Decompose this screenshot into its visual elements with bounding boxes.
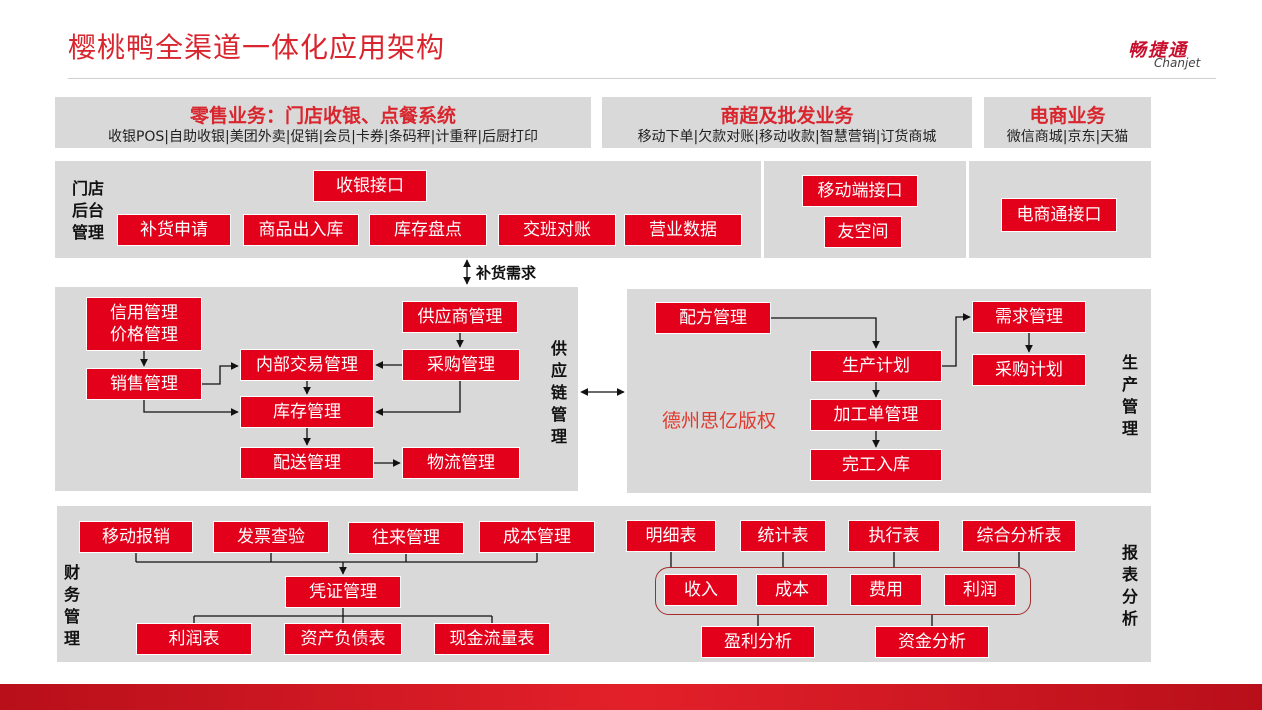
pl-group-frame [655,567,1031,615]
logistics-box: 物流管理 [402,447,520,479]
retail-channel-subtitle: 收银POS|自助收银|美团外卖|促销|会员|卡券|条码秤|计重秤|后厨打印 [107,129,539,145]
report-fund-analysis: 资金分析 [875,626,989,658]
wholesale-channel-subtitle: 移动下单|欠款对账|移动收款|智慧营销|订货商城 [637,129,937,145]
finance-cost: 成本管理 [479,521,595,553]
chanjet-logo: 畅捷通 Chanjet [1126,36,1226,80]
purchase-plan-box: 采购计划 [972,354,1086,386]
report-comprehensive: 综合分析表 [962,520,1076,552]
internal-trade-box: 内部交易管理 [240,349,374,381]
finance-mobile-expense: 移动报销 [79,521,193,553]
ecommerce-channel-title: 电商业务 [1029,105,1106,127]
finished-goods-box: 完工入库 [810,449,942,481]
wholesale-channel-title: 商超及批发业务 [720,105,854,127]
report-revenue: 收入 [664,574,738,606]
report-profitability-analysis: 盈利分析 [701,626,815,658]
supplier-box: 供应商管理 [402,301,518,333]
finance-top-bracket [135,553,538,563]
report-statistics: 统计表 [740,520,826,552]
report-expense: 费用 [850,574,922,606]
page-title: 樱桃鸭全渠道一体化应用架构 [68,31,446,64]
store-item-replenish: 补货申请 [117,214,231,246]
sales-box: 销售管理 [86,368,202,400]
title-divider [68,78,1216,79]
inventory-box: 库存管理 [240,396,374,428]
purchase-box: 采购管理 [402,349,520,381]
recipe-to-plan-arrow [771,317,880,349]
reports-bottom-links [757,615,933,626]
ecommerce-channel-subtitle: 微信商城|京东|天猫 [1006,129,1129,145]
finance-accounts: 往来管理 [348,522,464,554]
logo-cn-text: 畅捷通 [1128,40,1188,61]
store-backend-label: 门店 后台 管理 [71,179,104,242]
income-statement-box: 利润表 [136,623,252,655]
retail-channel-title: 零售业务：门店收银、点餐系统 [189,105,456,127]
reports-top-links [670,552,1020,567]
store-item-stock-inout: 商品出入库 [243,214,359,246]
purchase-to-inventory-arrow [375,381,461,416]
report-cost: 成本 [756,574,828,606]
delivery-box: 配送管理 [240,447,374,479]
work-order-box: 加工单管理 [810,399,942,431]
finance-label: 财 务 管 理 [63,563,80,648]
footer-bar [0,684,1262,710]
plan-to-demand-arrow [942,313,971,367]
pos-interface-box: 收银接口 [313,170,427,202]
mobile-interface-box: 移动端接口 [802,175,918,207]
logo-en-text: Chanjet [1154,56,1201,70]
store-item-shift-recon: 交班对账 [498,214,616,246]
reports-label: 报 表 分 析 [1121,543,1138,628]
retail-channel-panel: 零售业务：门店收银、点餐系统 收银POS|自助收银|美团外卖|促销|会员|卡券|… [55,97,591,148]
supply-chain-label: 供 应 链 管 理 [550,339,567,446]
report-profit: 利润 [944,574,1016,606]
replenish-demand-label: 补货需求 [476,264,537,282]
balance-sheet-box: 资产负债表 [284,623,402,655]
demand-box: 需求管理 [972,301,1086,333]
ecom-interface-box: 电商通接口 [1001,198,1117,232]
voucher-box: 凭证管理 [285,576,401,608]
voucher-bottom-bracket [193,608,493,623]
report-detail: 明细表 [626,520,716,552]
ecommerce-channel-panel: 电商业务 微信商城|京东|天猫 [984,97,1151,148]
finance-invoice-check: 发票查验 [213,521,329,553]
friend-space-box: 友空间 [824,216,902,248]
copyright-watermark: 德州思亿版权 [662,410,777,432]
store-item-stocktake: 库存盘点 [369,214,487,246]
report-execution: 执行表 [848,520,940,552]
cash-flow-box: 现金流量表 [434,623,550,655]
recipe-box: 配方管理 [655,302,771,334]
sales-to-internal-arrow [202,362,239,385]
wholesale-channel-panel: 商超及批发业务 移动下单|欠款对账|移动收款|智慧营销|订货商城 [602,97,972,148]
production-plan-box: 生产计划 [810,350,942,382]
production-label: 生 产 管 理 [1121,353,1138,438]
credit-price-box: 信用管理 价格管理 [86,297,202,351]
sales-to-inventory-arrow [143,400,239,416]
store-item-business-data: 营业数据 [624,214,742,246]
